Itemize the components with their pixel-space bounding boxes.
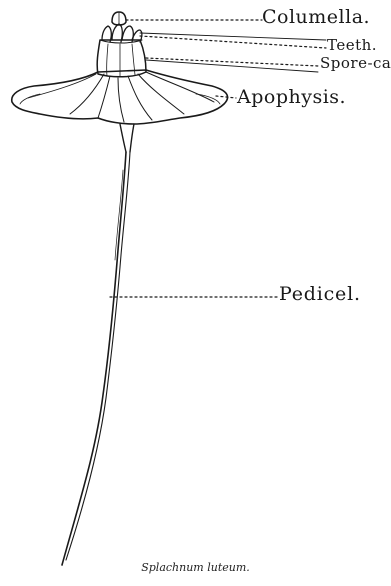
apophysis-shape [12, 70, 228, 152]
figure-caption: Splachnum luteum. [0, 561, 391, 574]
label-spore-case: Spore-case [320, 56, 391, 71]
leader-apophysis [216, 96, 236, 98]
label-pedicel: Pedicel. [279, 285, 361, 304]
label-teeth: Teeth. [327, 38, 377, 53]
pedicel-stalk [62, 152, 130, 565]
columella-shape [112, 12, 126, 25]
label-apophysis: Apophysis. [237, 88, 346, 107]
leader-teeth [140, 36, 326, 48]
label-columella: Columella. [262, 8, 370, 27]
